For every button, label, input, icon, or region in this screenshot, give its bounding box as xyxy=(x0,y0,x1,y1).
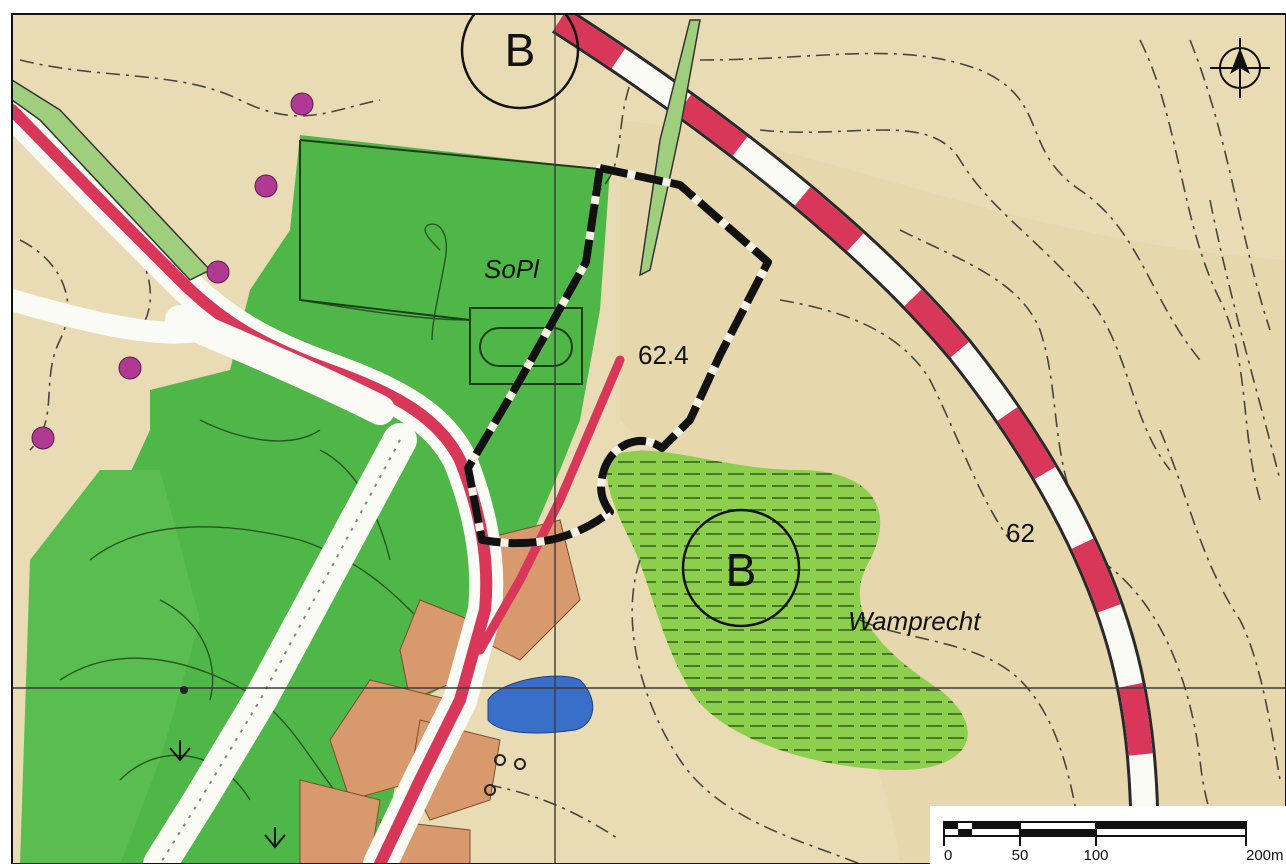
scale-tick-200m: 200m xyxy=(1246,847,1284,864)
side-road-west xyxy=(12,289,395,425)
scale-tick-0: 0 xyxy=(944,847,952,864)
secondary-road xyxy=(475,355,625,655)
zone-marker-mid: B xyxy=(681,508,801,628)
scale-tick-100: 100 xyxy=(1083,847,1108,864)
white-road-south xyxy=(143,423,417,864)
elevation-label-1: 62.4 xyxy=(638,340,689,370)
elevation-label-2: 62 xyxy=(1006,518,1035,548)
poi-markers xyxy=(31,92,314,450)
zone-label-mid: B xyxy=(726,544,757,596)
place-name-label: Wamprecht xyxy=(848,606,982,636)
pond xyxy=(487,675,594,734)
sports-field-label: SoPl xyxy=(484,254,540,284)
map-frame xyxy=(11,13,1286,864)
tree-icon xyxy=(169,740,286,849)
scale-bar: 0 50 100 200m xyxy=(930,806,1286,864)
project-boundary xyxy=(464,164,772,548)
railway-line xyxy=(551,14,1160,864)
grid-lines xyxy=(12,14,1286,864)
north-arrow-icon[interactable] xyxy=(1210,38,1270,98)
map-symbols xyxy=(180,686,526,796)
green-strip xyxy=(12,19,701,281)
main-road xyxy=(12,93,504,864)
green-area-southwest xyxy=(20,470,200,864)
zone-marker-top: B xyxy=(460,14,580,110)
zone-label-top: B xyxy=(505,24,536,76)
scale-tick-50: 50 xyxy=(1012,847,1029,864)
